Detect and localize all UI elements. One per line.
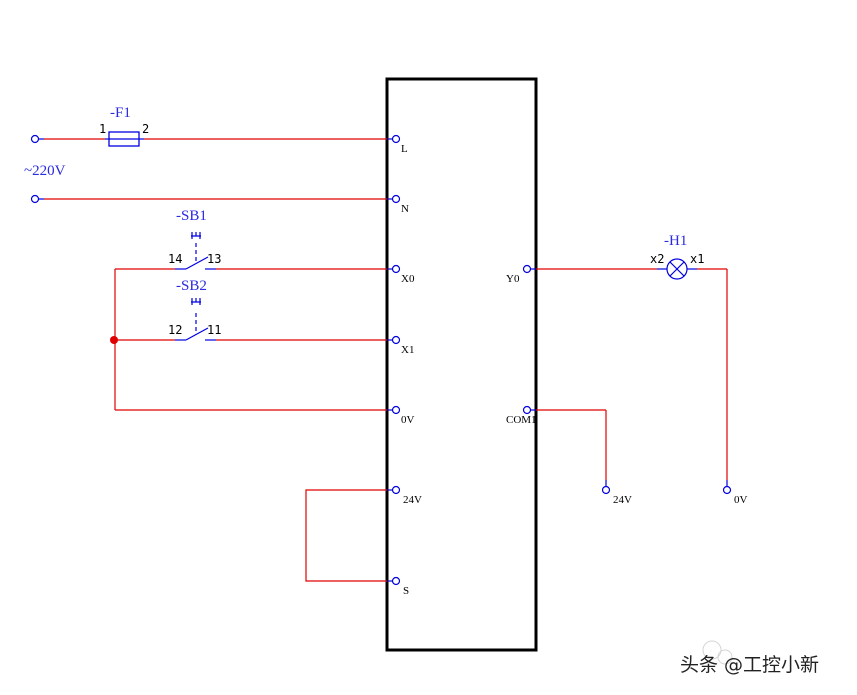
sb2-tag: -SB2 (176, 278, 207, 294)
svg-text:24V: 24V (403, 494, 422, 506)
terminal-circle-icon (391, 576, 401, 586)
com1-wire (536, 409, 607, 486)
terminal-circle-icon (522, 264, 532, 274)
switch-contact-icon (185, 256, 209, 270)
watermark: 头条 @工控小新 (680, 640, 819, 676)
supply-line-N (30, 194, 387, 204)
terminal-circle-icon (391, 485, 401, 495)
svg-text:0V: 0V (734, 494, 748, 506)
svg-text:X1: X1 (401, 344, 414, 356)
watermark-text: 头条 @工控小新 (680, 654, 819, 676)
terminal-circle-icon (391, 405, 401, 415)
svg-text:Y0: Y0 (506, 273, 520, 285)
terminal-0V[interactable]: 0V (387, 405, 415, 427)
indicator-lamp-icon (666, 258, 688, 280)
svg-text:X0: X0 (401, 273, 415, 285)
terminal-N[interactable]: N (387, 194, 409, 216)
terminal-X1[interactable]: X1 (387, 335, 414, 357)
pushbutton-actuator-icon (191, 232, 201, 239)
svg-text:0V: 0V (401, 414, 415, 426)
supply-terminal-L[interactable] (30, 134, 40, 144)
svg-text:L: L (401, 143, 408, 155)
terminal-circle-icon (391, 134, 401, 144)
output-wire-y0 (536, 258, 728, 486)
terminal-Y0[interactable]: Y0 (506, 264, 536, 286)
fuse-pin-2: 2 (142, 122, 149, 136)
fuse-tag: -F1 (110, 105, 131, 121)
terminal-circle-icon (722, 485, 732, 495)
sb2-pin-11: 11 (207, 323, 221, 337)
terminal-circle-icon (601, 485, 611, 495)
plc-body (385, 77, 538, 652)
plc-right-terminals: Y0 COM1 (506, 264, 537, 427)
terminal-circle-icon (391, 335, 401, 345)
pushbutton-sb1 (115, 232, 387, 270)
supply-line-L (30, 131, 387, 147)
svg-text:24V: 24V (613, 494, 632, 506)
terminal-circle-icon (522, 405, 532, 415)
svg-text:N: N (401, 203, 409, 215)
supply-voltage-label: ~220V (24, 163, 66, 179)
external-terminal-0v[interactable]: 0V (722, 485, 748, 507)
sb2-pin-12: 12 (168, 323, 182, 337)
fuse-pin-1: 1 (99, 122, 106, 136)
lamp-pin-x2: x2 (650, 252, 664, 266)
fuse-f1 (108, 131, 140, 147)
junction-dot (110, 336, 118, 344)
terminal-circle-icon (391, 194, 401, 204)
terminal-L[interactable]: L (387, 134, 408, 156)
plc-left-terminals: L N X0 X1 0V 24V S (387, 134, 422, 598)
switch-contact-icon (185, 327, 209, 341)
lamp-tag: -H1 (664, 233, 687, 249)
sb1-pin-13: 13 (207, 252, 221, 266)
wechat-logo-icon (702, 640, 733, 665)
sb1-pin-14: 14 (168, 252, 182, 266)
terminal-24V[interactable]: 24V (387, 485, 422, 507)
jumper-24v-s (305, 489, 387, 582)
supply-terminal-N[interactable] (30, 194, 40, 204)
terminal-X0[interactable]: X0 (387, 264, 415, 286)
terminal-S[interactable]: S (387, 576, 409, 598)
lamp-pin-x1: x1 (690, 252, 704, 266)
terminal-COM1[interactable]: COM1 (506, 405, 537, 427)
svg-text:COM1: COM1 (506, 414, 537, 426)
sb1-tag: -SB1 (176, 208, 207, 224)
pushbutton-sb2 (115, 298, 387, 341)
svg-text:S: S (403, 585, 409, 597)
pushbutton-actuator-icon (191, 298, 201, 305)
terminal-circle-icon (391, 264, 401, 274)
external-terminal-24v[interactable]: 24V (601, 485, 633, 507)
